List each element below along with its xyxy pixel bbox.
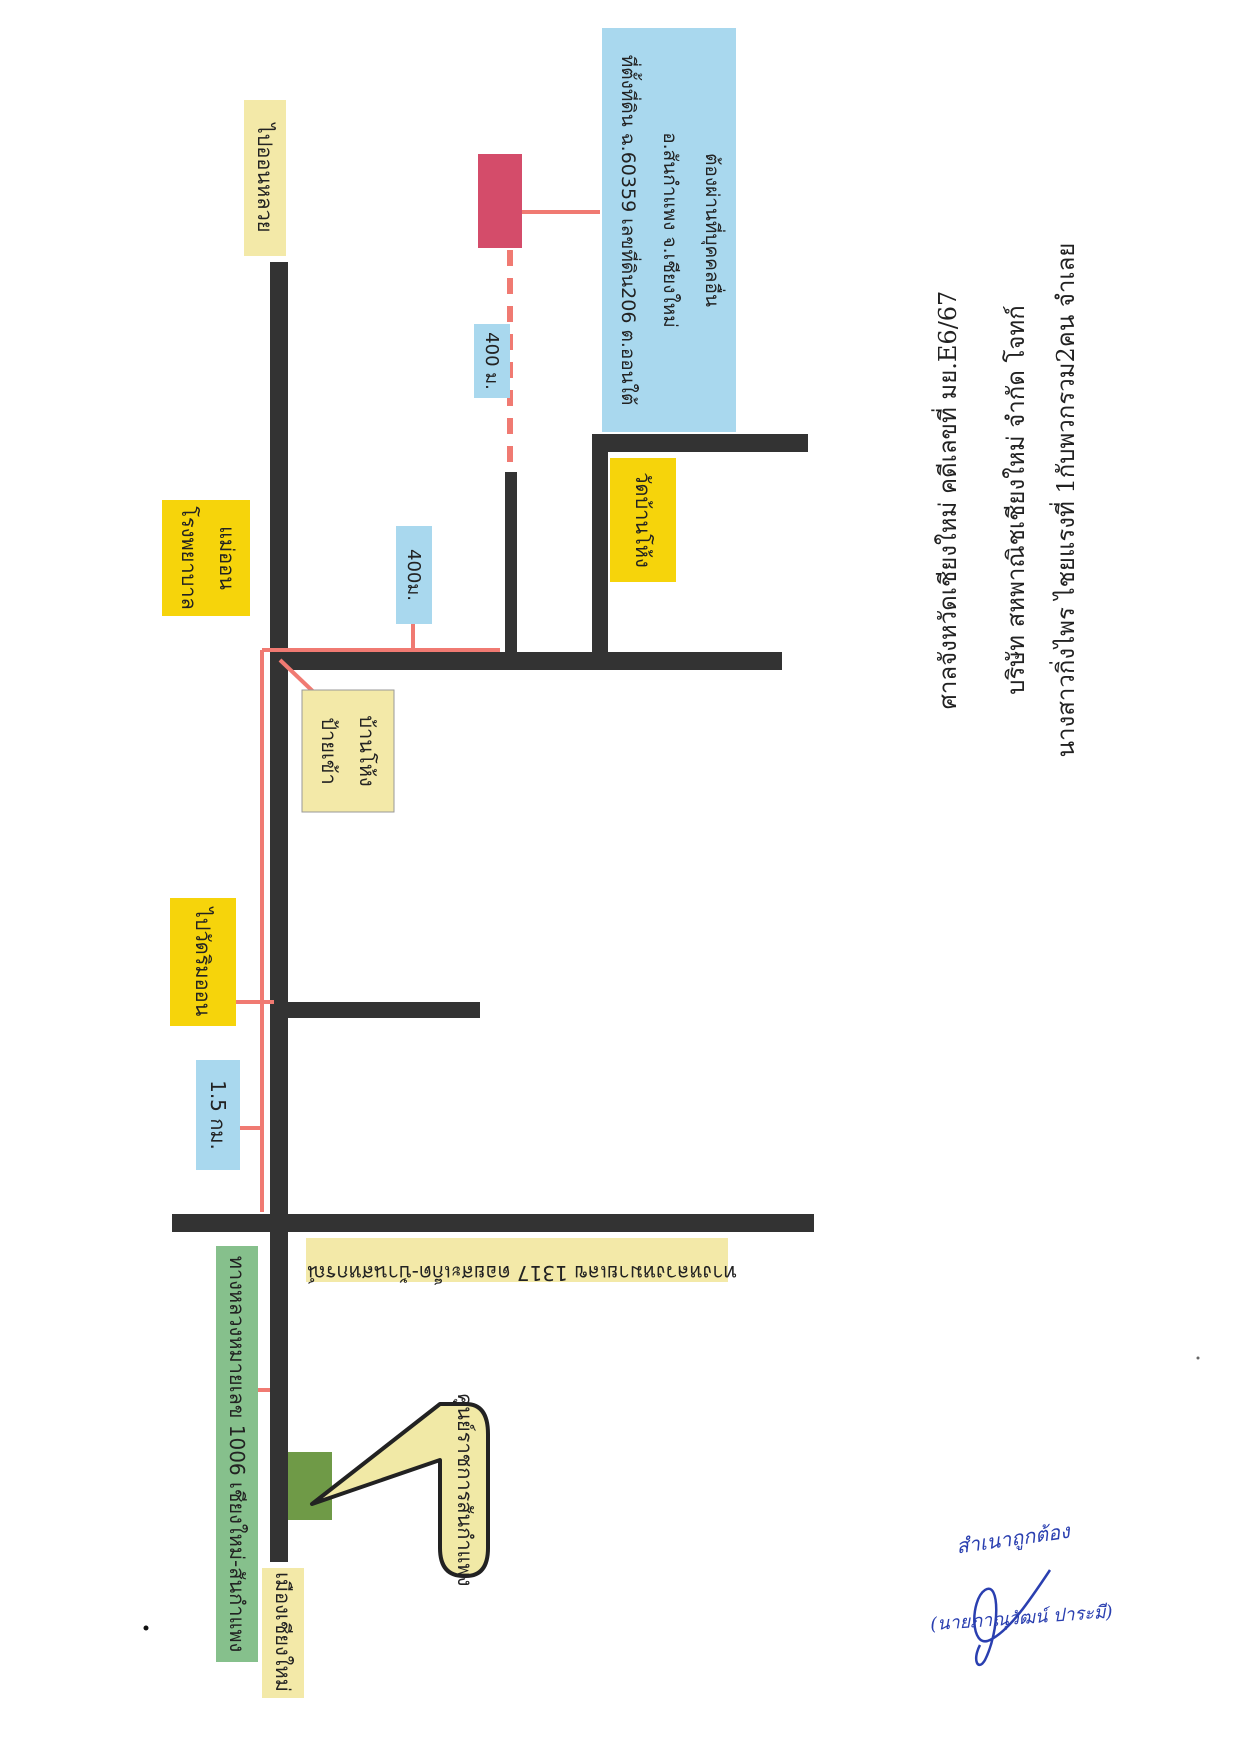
label-hospital-line1: โรงพยาบาล <box>177 506 201 610</box>
title-line1: ศาลจังหวัดเชียงใหม่ คดีเลขที่ มย.E6/67 <box>931 291 962 710</box>
label-highway-1006: ทางหลวงหมายเลข 1006 เชียงใหม่-สันกำแพง <box>225 1256 249 1653</box>
route-path <box>232 210 600 1392</box>
label-sign-line1: ป้ายเข้า <box>317 717 341 784</box>
road-wat-ban-hong-top <box>592 434 808 452</box>
land-site-marker <box>478 154 522 248</box>
label-wat-ban-hong: วัดบ้านโห้ง <box>631 472 655 568</box>
box-wat-ban-hong <box>610 458 676 582</box>
label-400m-a: 400ม. <box>403 549 424 601</box>
title-line2: บริษัท สหพาณิชเชียงใหม่ จำกัด โจทก์ <box>1002 305 1030 695</box>
main-road <box>270 262 288 1562</box>
label-sign-line2: บ้านโห้ง <box>355 715 379 786</box>
label-site-line2: อ.สันกำแพง จ.เชียงใหม่ <box>659 132 681 328</box>
box-sign-ban-hong <box>301 689 395 813</box>
road-ban-hong <box>288 652 782 670</box>
certification-signature: สำเนาถูกต้อง (นายภาณุวัฒน์ ปาระมี) <box>930 1519 1114 1667</box>
label-1-5km: 1.5 กม. <box>206 1080 230 1150</box>
box-highway-1006 <box>216 1246 258 1662</box>
spur-road-to-site <box>505 472 517 656</box>
box-hospital <box>162 500 250 616</box>
box-site-info <box>602 28 736 432</box>
district-office-marker <box>288 1452 332 1520</box>
box-400m-a <box>396 526 432 624</box>
label-site-line3: ต้องผ่านที่บุคคลอื่น <box>700 153 726 307</box>
box-wat-rim-on <box>170 898 236 1026</box>
signer-name: (นายภาณุวัฒน์ ปาระมี) <box>930 1602 1114 1636</box>
highway-1317-road <box>172 1214 814 1232</box>
label-400m-b: 400 ม. <box>481 332 502 390</box>
district-office-callout <box>310 1402 490 1578</box>
signature-stroke <box>973 1569 1052 1667</box>
roads <box>172 262 814 1562</box>
box-highway-1317 <box>306 1238 728 1282</box>
label-to-mueang: เมืองเชียงใหม่ <box>271 1572 295 1692</box>
certified-copy-text: สำเนาถูกต้อง <box>955 1519 1073 1560</box>
title-line3: นางสาวกิ่งไพร ไชยแรงที่ 1กับพวกรวม2คน จำ… <box>1049 243 1080 758</box>
box-to-on-luai <box>244 100 286 256</box>
label-to-on-luai: ไปออนหลวย <box>253 122 277 233</box>
box-400m-b <box>474 324 510 398</box>
scan-speck <box>1196 1356 1200 1360</box>
box-1-5km <box>196 1060 240 1170</box>
label-hospital-line2: แม่ออน <box>215 526 239 590</box>
title-block: ศาลจังหวัดเชียงใหม่ คดีเลขที่ มย.E6/67 บ… <box>931 243 1080 758</box>
box-to-mueang <box>262 1568 304 1698</box>
label-wat-rim-on: ไปวัดริมออน <box>191 906 215 1017</box>
road-to-wat-rim-on <box>288 1002 480 1018</box>
label-district-office: ศูนย์ราชการสันกำแพง <box>452 1394 477 1587</box>
road-wat-ban-hong-vertical <box>592 434 608 656</box>
scan-speck <box>143 1625 149 1631</box>
label-highway-1317: ทางหลวงหมายเลข 1317 ดอยสะเก็ด-บ้านสหกรณ์ <box>307 1261 737 1286</box>
label-site-line1: ที่ตั้งที่ดิน ฉ.60359 เลขที่ดิน206 ต.ออน… <box>617 55 642 406</box>
